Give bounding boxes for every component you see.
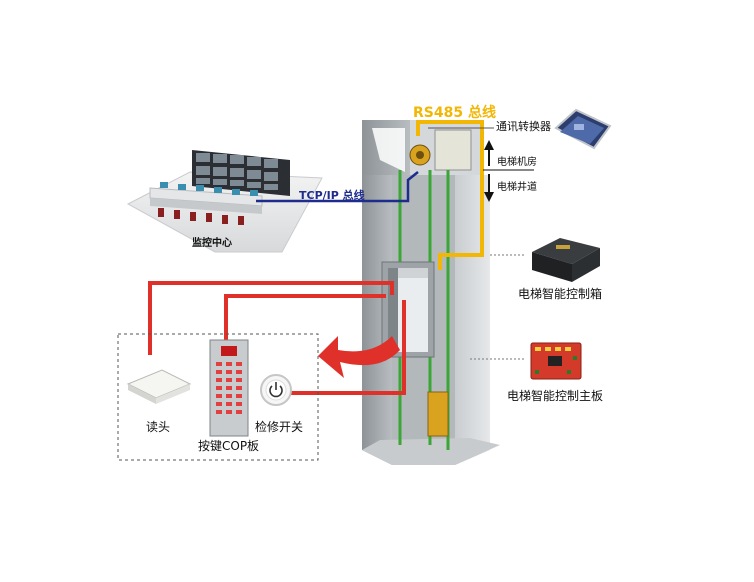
monitor-center-illustration (126, 150, 323, 253)
in-car-devices-box (117, 333, 319, 461)
machine-room-label: 电梯机房 (497, 157, 537, 168)
tcpip-bus-line (256, 171, 419, 203)
control-box-device (532, 238, 600, 282)
video-wall (192, 150, 290, 196)
rs485-bus-line (416, 120, 484, 270)
elevator-shaft (362, 120, 500, 465)
signal-lines (148, 281, 406, 395)
cop-panel (209, 339, 249, 437)
control-board-device (530, 342, 582, 380)
down-arrow-icon (484, 174, 494, 202)
shaft-label: 电梯井道 (497, 182, 537, 193)
power-icon (260, 374, 292, 406)
reader-label: 读头 (146, 420, 171, 434)
control-board-label: 电梯智能控制主板 (507, 389, 604, 403)
control-box-label: 电梯智能控制箱 (518, 287, 603, 301)
converter-label: 通讯转换器 (496, 120, 551, 133)
service-switch-label: 检修开关 (255, 420, 304, 434)
monitor-center-label: 监控中心 (192, 238, 232, 249)
card-reader (126, 369, 192, 404)
cop-panel-label: 按键COP板 (198, 439, 260, 453)
rs485-bus-label: RS485 总线 (413, 105, 496, 121)
tcpip-bus-label: TCP/IP 总线 (299, 189, 365, 202)
converter-device (554, 108, 612, 150)
up-arrow-icon (484, 140, 494, 166)
curved-arrow (318, 336, 400, 378)
